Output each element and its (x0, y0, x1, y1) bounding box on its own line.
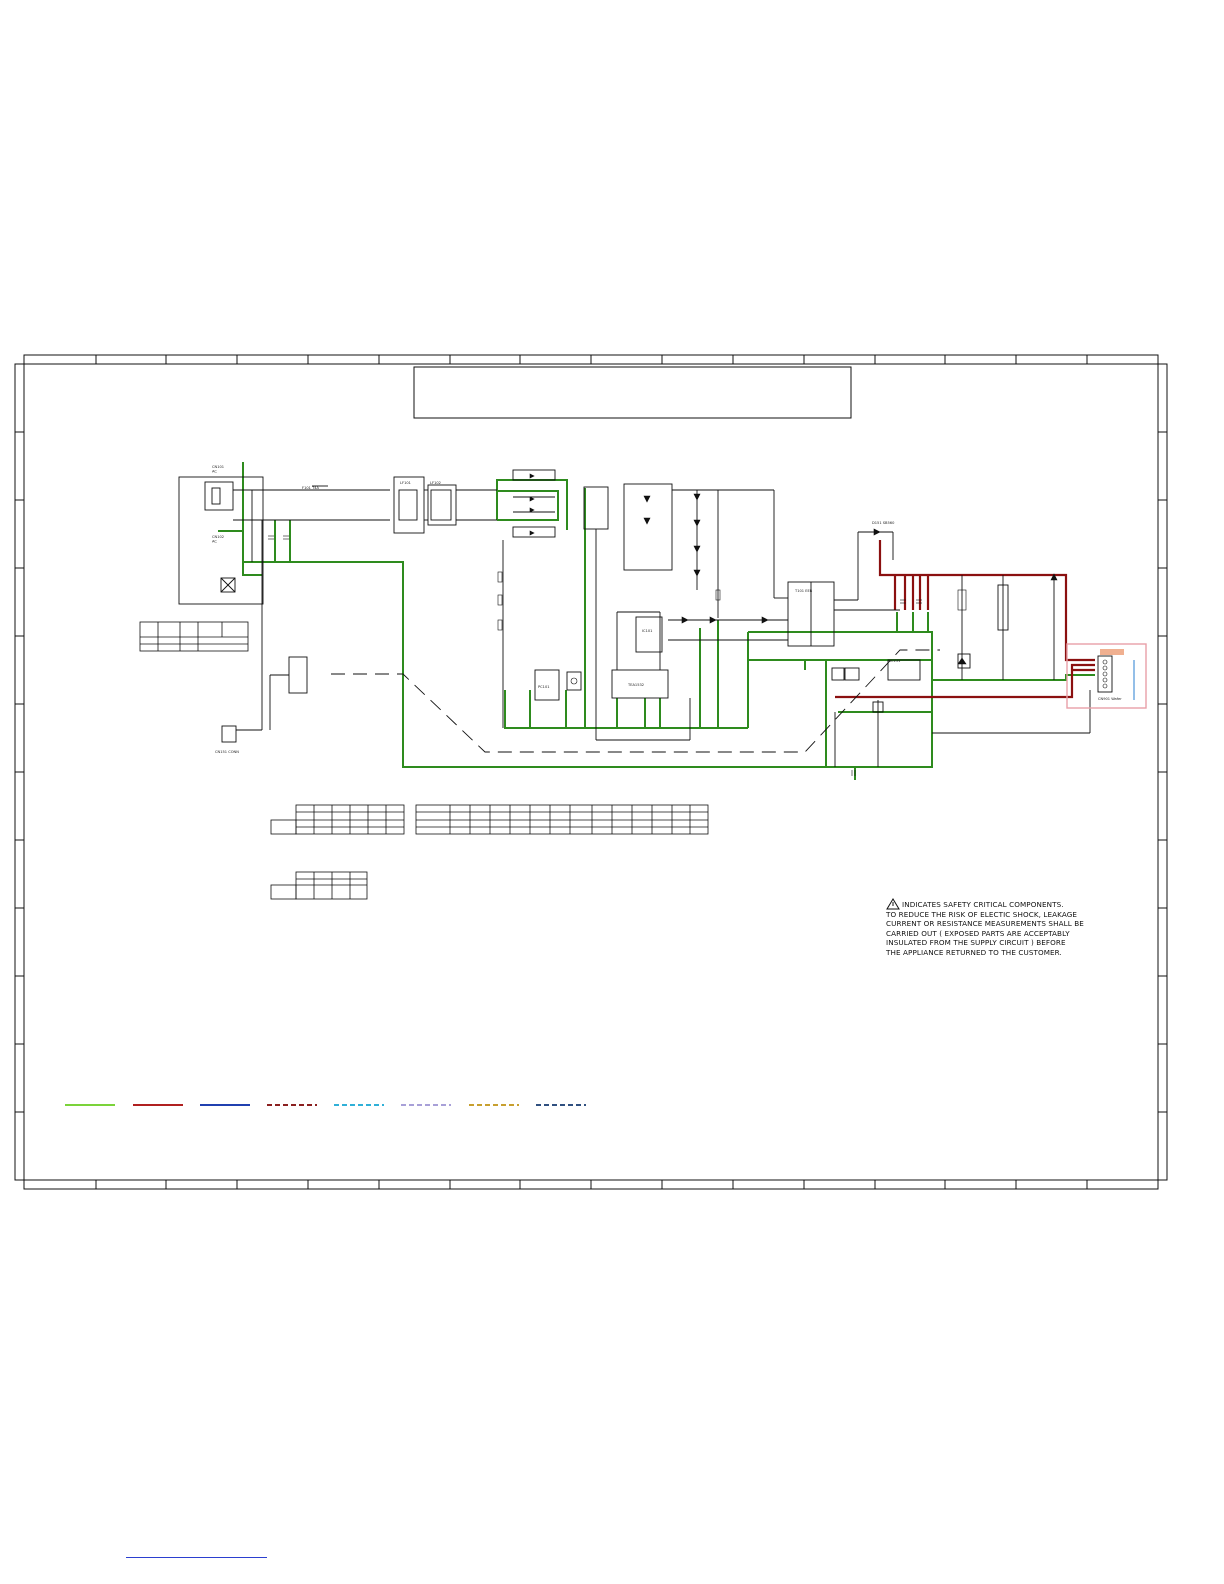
safety-note: INDICATES SAFETY CRITICAL COMPONENTS. TO… (886, 900, 1086, 958)
label-ic-small: IC101 (642, 629, 652, 633)
label-fuse: F101 T4A (302, 486, 320, 490)
output-connector-highlight (1066, 643, 1147, 709)
safety-note-line-6: THE APPLIANCE RETURNED TO THE CUSTOMER. (886, 947, 1062, 957)
title-block (413, 366, 852, 419)
warning-triangle-icon (886, 898, 900, 910)
green-trace-network (218, 462, 1095, 780)
label-regulator: IC151 (890, 659, 900, 663)
safety-note-line-5: INSULATED FROM THE SUPPLY CIRCUIT ) BEFO… (886, 938, 1066, 948)
label-cn-bottom: CN151 CONN (215, 750, 239, 754)
variant-table-3 (415, 804, 709, 835)
label-transformer: T101 EER (794, 589, 813, 593)
variant-table-1 (139, 621, 249, 652)
safety-note-line-1: INDICATES SAFETY CRITICAL COMPONENTS. (902, 900, 1064, 909)
output-connector-tag (1100, 649, 1124, 655)
label-opto: PC101 (538, 685, 550, 689)
safety-note-line-2: TO REDUCE THE RISK OF ELECTIC SHOCK, LEA… (886, 909, 1078, 919)
label-out-conn: CN901 Wafer (1098, 697, 1122, 701)
drawing-frame (14, 354, 1168, 1190)
safety-note-line-4: CARRIED OUT ( EXPOSED PARTS ARE ACCEPTAB… (886, 928, 1070, 938)
components (268, 473, 1108, 776)
variant-table-2 (270, 804, 405, 835)
label-diode-top: D151 SB560 (872, 521, 895, 525)
label-filter2: LF102 (430, 481, 441, 485)
page-footer-link-line[interactable] (126, 1557, 267, 1558)
safety-note-line-3: CURRENT OR RESISTANCE MEASUREMENTS SHALL… (886, 919, 1084, 929)
red-trace-network (835, 540, 1095, 699)
black-wiring (178, 469, 1113, 767)
label-ic-main: TEA1532 (627, 683, 644, 687)
label-filter1: LF101 (400, 481, 411, 485)
variant-table-4 (270, 871, 368, 900)
